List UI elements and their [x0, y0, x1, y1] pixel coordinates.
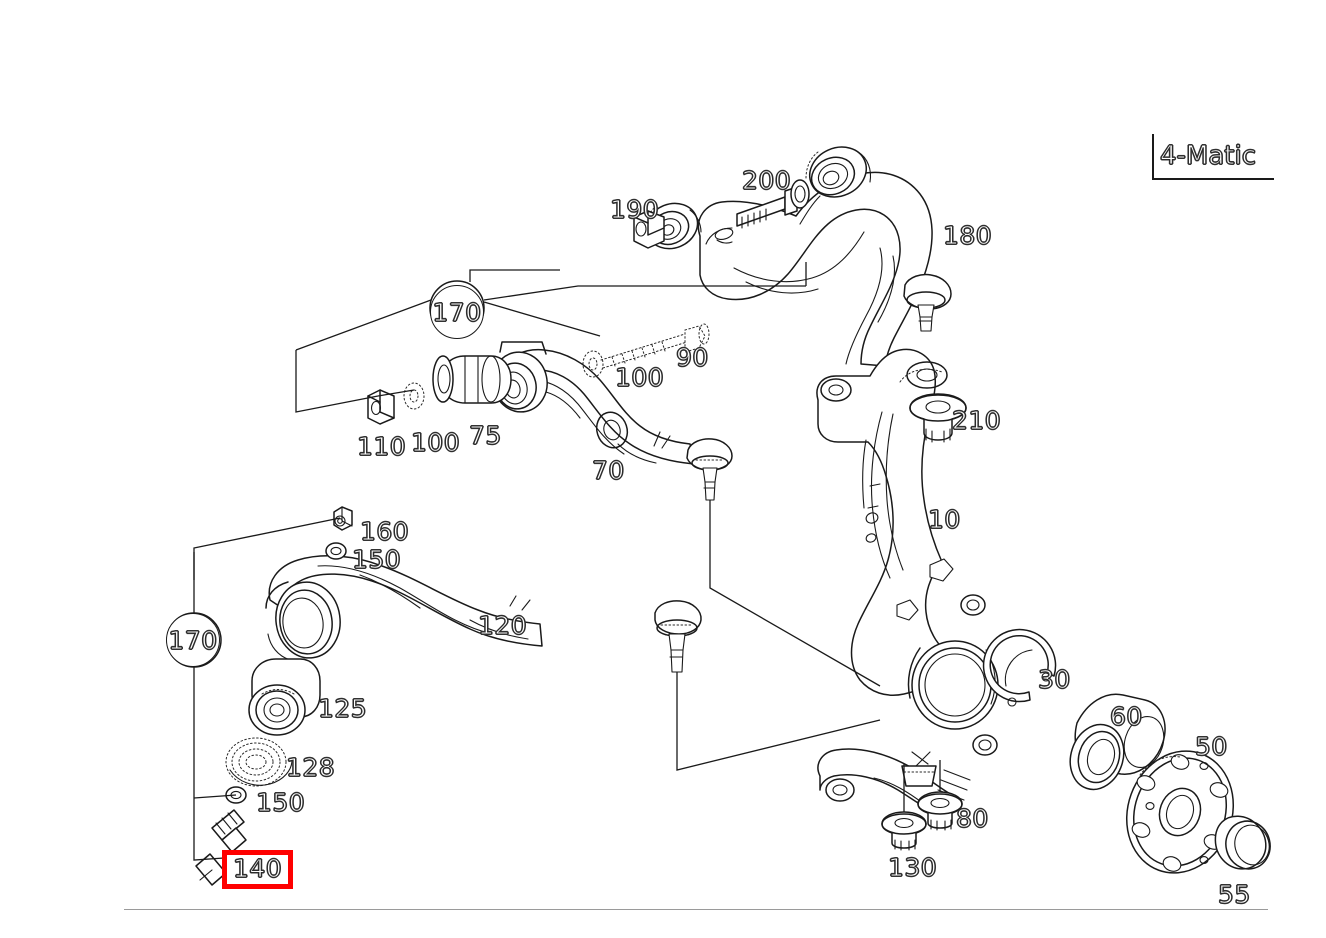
part-90-bolt [582, 323, 710, 378]
part-number-10-steering-knuckle: 10 [927, 505, 961, 534]
thrust-arm-group [195, 506, 702, 886]
part-number-30-snap-ring: 30 [1037, 665, 1071, 694]
part-number-50-wheel-hub: 50 [1194, 732, 1228, 761]
part-number-170-assembly-callout-upper: 170 [430, 285, 484, 339]
part-number-55-hub-cap: 55 [1217, 880, 1251, 909]
part-number-200-bolt-upper-control-arm: 200 [741, 166, 792, 195]
part-200-bolt [736, 179, 810, 229]
part-number-75-bushing-lower-arm: 75 [468, 421, 502, 450]
upper-control-arm-group [633, 146, 952, 367]
part-number-120-thrust-arm: 120 [477, 611, 528, 640]
part-number-170-assembly-callout-lower: 170 [166, 613, 220, 667]
part-number-90-bolt-lower-arm-front: 90 [675, 343, 709, 372]
part-number-100-washer-front: 100 [614, 363, 665, 392]
part-80-nut [917, 791, 963, 831]
part-number-110-nut-lower-arm: 110 [356, 432, 407, 461]
steering-knuckle-group [816, 348, 999, 851]
part-number-130-nut-ball-joint-lower: 130 [887, 853, 938, 882]
part-number-180-upper-control-arm: 180 [942, 221, 993, 250]
part-125-bushing [248, 658, 321, 736]
part-number-80-nut-ball-joint-upper: 80 [955, 804, 989, 833]
part-number-100-washer-rear: 100 [410, 428, 461, 457]
part-50-wheel-hub [1125, 750, 1235, 874]
part-30-snap-ring [982, 628, 1057, 707]
part-128-sleeve [225, 737, 293, 787]
part-number-125-bushing-thrust-arm: 125 [317, 694, 368, 723]
part-60-wheel-bearing [1069, 693, 1166, 791]
part-number-150-washer-thrust-arm-upper: 150 [351, 545, 402, 574]
part-100-washer-rear [403, 382, 425, 410]
part-number-190-nut-upper-control-arm: 190 [609, 195, 660, 224]
part-number-150-washer-thrust-arm-lower: 150 [255, 788, 306, 817]
part-160-nut [333, 506, 353, 531]
part-number-60-wheel-bearing: 60 [1109, 702, 1143, 731]
part-number-70-lower-control-arm-rear: 70 [591, 456, 625, 485]
part-55-hub-cap [1214, 815, 1271, 870]
part-number-128-sleeve-thrust-arm: 128 [285, 753, 336, 782]
footer-separator [124, 909, 1268, 910]
part-130-nut [881, 811, 927, 851]
variant-bracket [1152, 134, 1274, 180]
part-75-bushing [432, 355, 512, 404]
wheel-bearing-group [982, 628, 1271, 874]
part-number-210-bump-stop: 210 [951, 406, 1002, 435]
lower-control-arm-group [367, 323, 733, 501]
variant-label: 4-Matic [1159, 140, 1257, 171]
part-number-160-nut-thrust-arm: 160 [359, 517, 410, 546]
part-190-nut [633, 210, 665, 249]
part-210-bump-stop [909, 393, 967, 443]
part-150-washer-upper [325, 542, 347, 560]
part-number-140-bolt-thrust-arm: 140 [222, 850, 294, 889]
part-110-nut [367, 389, 395, 425]
